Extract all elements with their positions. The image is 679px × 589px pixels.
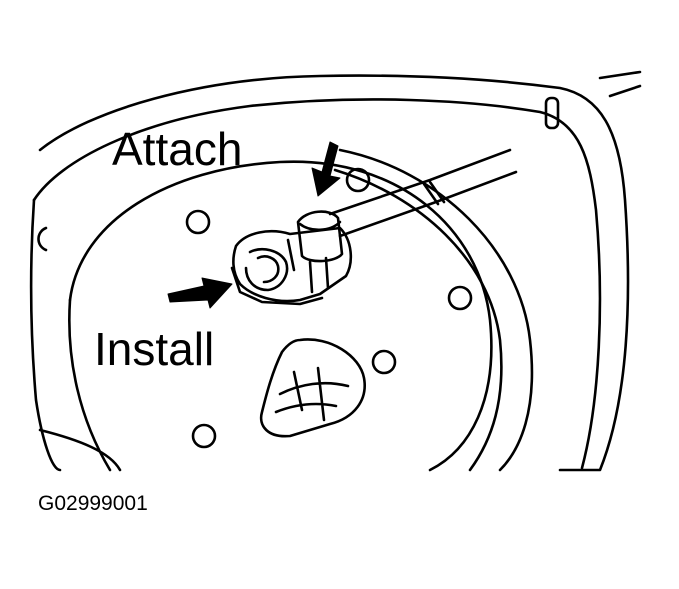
connector-plug-top xyxy=(298,220,342,232)
cable-sleeve xyxy=(422,180,446,206)
pump-plate-outline xyxy=(68,160,493,472)
arrow-install xyxy=(167,277,233,309)
housing-slot xyxy=(544,96,560,130)
label-install: Install xyxy=(94,323,215,375)
pump-plate-lower-edge xyxy=(68,298,112,472)
bolt-hole-2 xyxy=(345,167,371,193)
connector-plug xyxy=(296,210,344,263)
housing-outline xyxy=(38,74,630,472)
connector-ribs xyxy=(286,238,330,294)
bolt-hole-3 xyxy=(447,285,473,311)
housing-inner-outline xyxy=(32,98,602,470)
housing-top-right-flange xyxy=(598,70,642,98)
pump-plate-rim-inner xyxy=(333,168,503,472)
pump-cutout-lines xyxy=(274,366,350,422)
label-attach: Attach xyxy=(112,123,243,175)
figure-code: G02999001 xyxy=(38,492,148,515)
arrow-attach xyxy=(311,141,341,197)
bolt-hole-5 xyxy=(191,423,217,449)
pump-cutout xyxy=(259,338,366,438)
housing-left-edge xyxy=(29,198,62,472)
housing-left-tab xyxy=(37,226,48,252)
cable-upper xyxy=(328,148,512,216)
housing-bottom-edge xyxy=(38,428,122,472)
connector-clip xyxy=(244,248,289,292)
connector-clip-inner xyxy=(256,255,280,284)
bolt-hole-1 xyxy=(185,209,211,235)
bolt-hole-4 xyxy=(371,349,397,375)
pump-plate-rim xyxy=(338,148,534,472)
connector-latch xyxy=(230,266,324,306)
